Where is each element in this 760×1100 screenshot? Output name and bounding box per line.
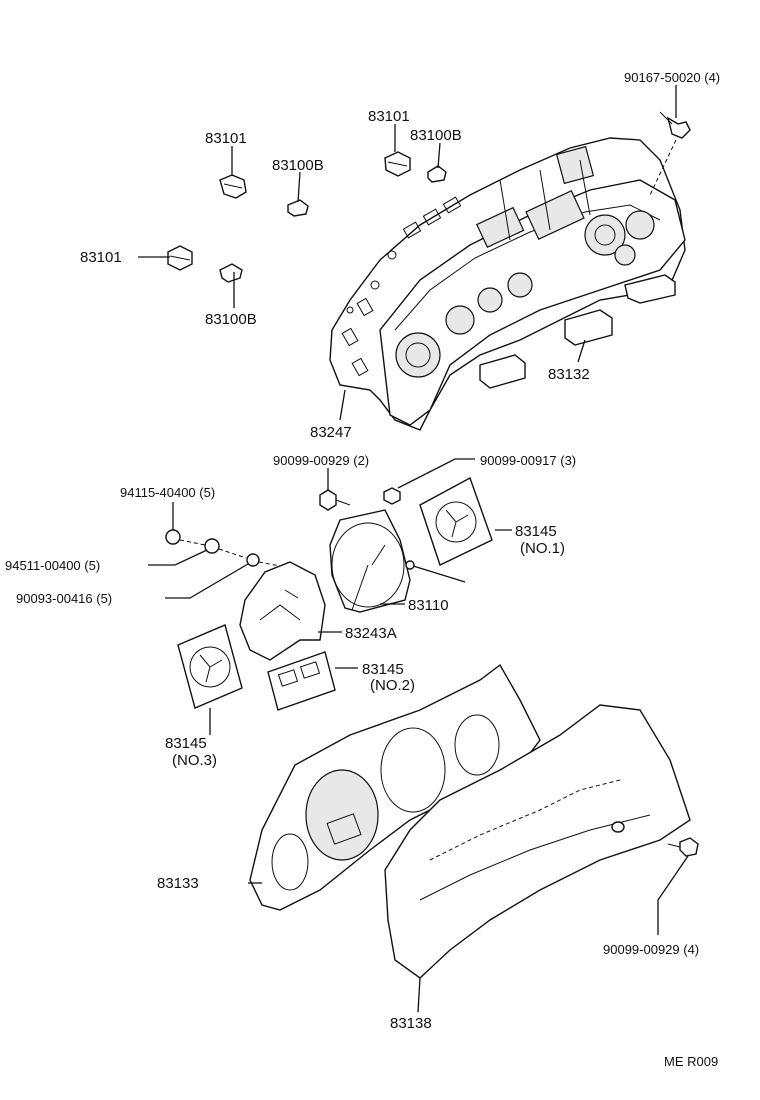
fasteners-94115-94511-90093 (165, 529, 281, 567)
screw-90099-00929-upper (319, 489, 351, 511)
part-labels: 90167-50020 (4) 83101 83100B 83101 83100… (5, 70, 720, 1069)
label-83101-c: 83101 (80, 249, 122, 266)
label-83101-b: 83101 (368, 108, 410, 125)
gasket-83145-no1 (419, 476, 493, 566)
bulb-83100b-a (287, 199, 309, 217)
socket-83101-b (384, 151, 411, 177)
label-83145-no2-sub: (NO.2) (370, 677, 415, 694)
lens-glass-83138 (384, 704, 691, 979)
label-83132: 83132 (548, 366, 590, 383)
label-83145-no2: 83145 (362, 661, 404, 678)
dial-plate-83243a (239, 561, 326, 661)
socket-83101-c (167, 245, 193, 271)
screw-90167-50020 (649, 111, 691, 196)
housing-83133 (249, 663, 541, 911)
label-83100b-a: 83100B (272, 157, 324, 174)
label-94115-40400-5: 94115-40400 (5) (120, 485, 215, 500)
label-83138: 83138 (390, 1015, 432, 1032)
gasket-83145-no2 (267, 651, 336, 711)
meter-case-rear (379, 145, 686, 426)
label-83145-no3: 83145 (165, 735, 207, 752)
figure-code: ME R009 (664, 1054, 718, 1069)
label-83145-no3-sub: (NO.3) (172, 752, 217, 769)
label-83145-no1-sub: (NO.1) (520, 540, 565, 557)
bulb-83100b-b (427, 165, 447, 183)
bulb-83100b-c (219, 263, 243, 283)
label-90093-00416-5: 90093-00416 (5) (16, 591, 112, 606)
screw-90099-00929-lower (667, 837, 699, 857)
label-83133: 83133 (157, 875, 199, 892)
leader-lines (138, 85, 689, 1013)
speedometer-83110 (329, 509, 466, 613)
label-83145-no1: 83145 (515, 523, 557, 540)
label-90099-00917-3: 90099-00917 (3) (480, 453, 576, 468)
socket-83101-a (219, 174, 247, 199)
label-90099-00929-2: 90099-00929 (2) (273, 453, 369, 468)
label-83101-a: 83101 (205, 130, 247, 147)
label-90167-50020: 90167-50020 (4) (624, 70, 720, 85)
label-94511-00400-5: 94511-00400 (5) (5, 558, 100, 573)
bracket-83132 (479, 274, 676, 389)
label-83100b-b: 83100B (410, 127, 462, 144)
label-83110: 83110 (408, 597, 449, 614)
label-83100b-c: 83100B (205, 311, 257, 328)
label-90099-00929-4: 90099-00929 (4) (603, 942, 699, 957)
label-83247: 83247 (310, 424, 352, 441)
gasket-83145-no3 (177, 624, 243, 709)
label-83243a: 83243A (345, 625, 397, 642)
screw-90099-00917 (383, 487, 401, 505)
